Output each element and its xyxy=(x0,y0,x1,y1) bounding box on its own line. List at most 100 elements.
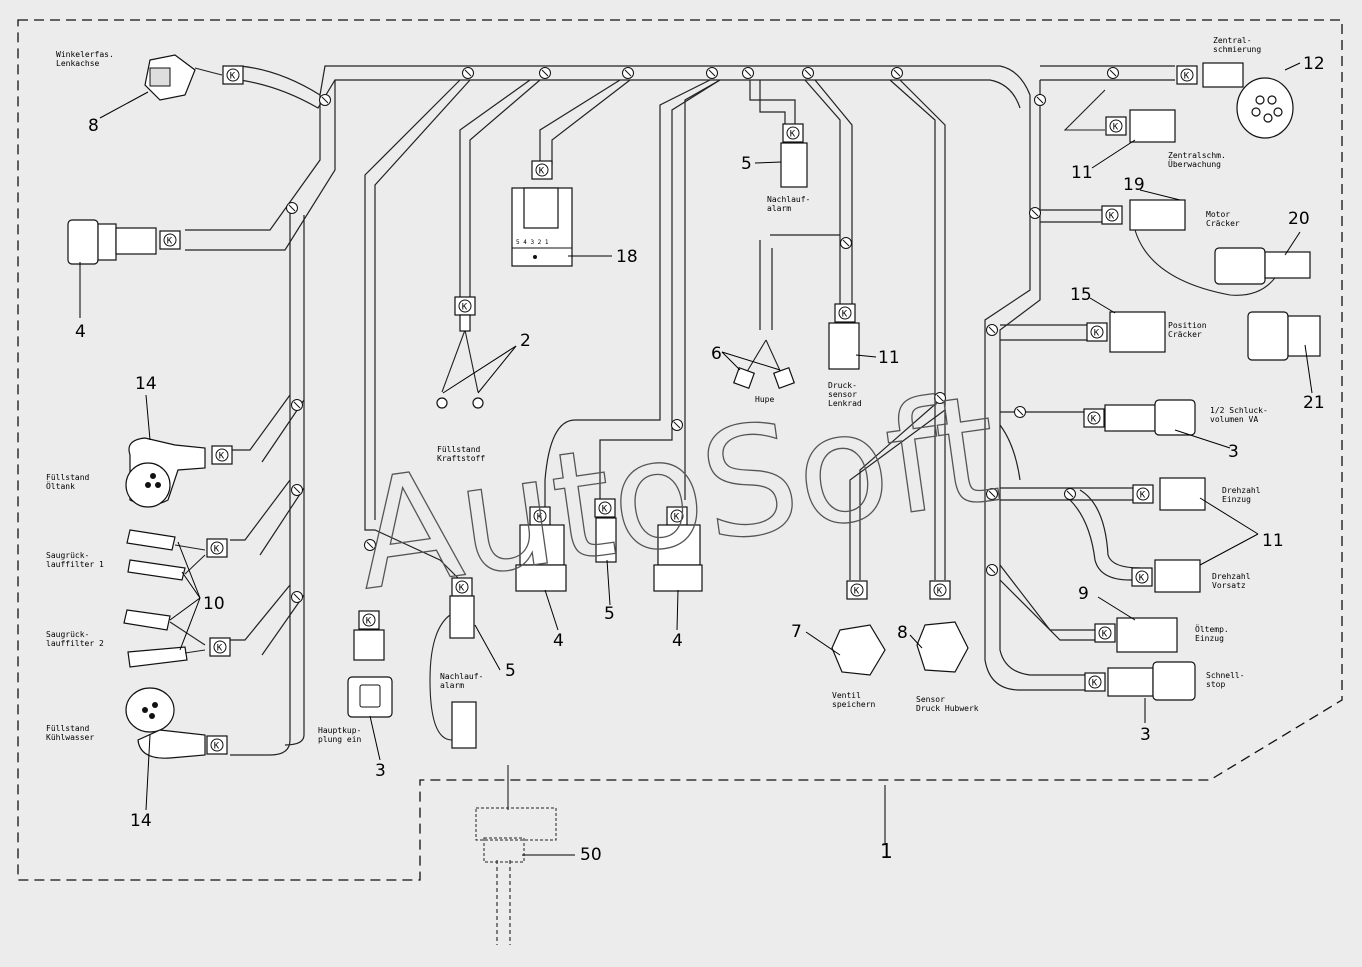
label-fuellstand-kuehl: Füllstand xyxy=(46,724,90,733)
clip-k-letter: K xyxy=(1102,630,1108,640)
label-hupe: Hupe xyxy=(755,395,774,404)
clip-k-letter: K xyxy=(1109,212,1115,222)
label-motor: Motor xyxy=(1206,210,1230,219)
label-alarm-top: alarm xyxy=(767,204,791,213)
clip-k-letter: K xyxy=(937,587,943,597)
connector-3-half-displacement xyxy=(1104,399,1196,436)
clip-k-letter: K xyxy=(459,584,465,594)
connector-18 xyxy=(511,187,573,267)
label-vorsatz: Vorsatz xyxy=(1212,581,1246,590)
connector-21 xyxy=(1247,311,1321,361)
clip-k-letter: K xyxy=(214,742,220,752)
label-oeltank: Öltank xyxy=(46,481,75,491)
horn-terminals-6 xyxy=(732,339,796,390)
clip-k-letter: K xyxy=(219,452,225,462)
part-number-4: 4 xyxy=(75,322,86,342)
label-schmierung: schmierung xyxy=(1213,45,1261,54)
label-position-cracker: Cräcker xyxy=(1168,330,1202,339)
label-nachlauf-left: Nachlauf- xyxy=(440,672,483,681)
label-oeltemp-einzug: Einzug xyxy=(1195,634,1224,643)
label-ueberwachung: Überwachung xyxy=(1168,159,1221,169)
part-number-8: 8 xyxy=(88,116,99,136)
connector-11-speed-attachment xyxy=(1154,559,1201,593)
part-number-8: 8 xyxy=(897,623,908,643)
part-number-20: 20 xyxy=(1288,209,1310,229)
clip-k-letter: K xyxy=(1092,679,1098,689)
filter-terminals-10 xyxy=(123,529,206,668)
label-motor-cracker: Cräcker xyxy=(1206,219,1240,228)
label-schluck: 1/2 Schluck- xyxy=(1210,406,1268,415)
connector-4-left xyxy=(67,219,157,265)
clip-k-letter: K xyxy=(674,513,680,523)
label-oeltemp: Öltemp. xyxy=(1195,624,1229,634)
label-saugrueck-1: Saugrück- xyxy=(46,551,89,560)
clip-k-letter: K xyxy=(1184,72,1190,82)
clip-k-letter: K xyxy=(1091,415,1097,425)
label-lenkrad: Lenkrad xyxy=(828,399,862,408)
label-einzug: Einzug xyxy=(1222,495,1251,504)
connector-14-coolant xyxy=(125,687,206,759)
connector-11-speed-intake xyxy=(1159,477,1206,511)
part-number-3: 3 xyxy=(1140,725,1151,745)
label-sensor: sensor xyxy=(828,390,857,399)
label-fuellstand-kraftstoff: Füllstand xyxy=(437,445,481,454)
clip-k-letter: K xyxy=(1140,491,1146,501)
part-number-5: 5 xyxy=(741,154,752,174)
label-lauffilter-1: lauffilter 1 xyxy=(46,560,104,569)
clip-k-letter: K xyxy=(842,310,848,320)
connector-15-position-cracker xyxy=(1109,311,1166,353)
part-number-3: 3 xyxy=(375,761,386,781)
label-sensor-hub: Sensor xyxy=(916,695,945,704)
clip-k-letter: K xyxy=(230,72,236,82)
part-number-3: 3 xyxy=(1228,442,1239,462)
clip-k-letter: K xyxy=(602,505,608,515)
label-speichern: speichern xyxy=(832,700,876,709)
connector-11-pressure-sensor xyxy=(828,322,860,370)
part-number-10: 10 xyxy=(203,594,225,614)
part-number-4: 4 xyxy=(553,631,564,651)
clip-k-letter: K xyxy=(214,545,220,555)
label-zentralschm: Zentralschm. xyxy=(1168,151,1226,160)
connector-4-center-right xyxy=(653,524,703,592)
part-number-14: 14 xyxy=(135,374,157,394)
clip-k-letter: K xyxy=(537,513,543,523)
part-number-18: 18 xyxy=(616,247,638,267)
connector-50 xyxy=(475,765,557,945)
component-labels: Winkelerfas. Lenkachse Füllstand Öltank … xyxy=(46,36,1268,744)
connector-8-lift-sensor xyxy=(916,621,969,673)
clip-k-letter: K xyxy=(1139,574,1145,584)
part-number-1: 1 xyxy=(880,839,893,863)
connector-7-valve xyxy=(831,624,886,676)
leader-lines xyxy=(79,62,1313,856)
label-druck: Druck- xyxy=(828,381,857,390)
clip-k-letter: K xyxy=(539,167,545,177)
label-kuehlwasser: Kühlwasser xyxy=(46,733,94,742)
connector-14-oil-tank xyxy=(125,437,206,508)
label-winkelerfase: Winkelerfas. xyxy=(56,50,114,59)
part-number-19: 19 xyxy=(1123,175,1145,195)
label-zentral: Zentral- xyxy=(1213,36,1252,45)
clip-k-letter: K xyxy=(217,644,223,654)
part-number-7: 7 xyxy=(791,622,802,642)
harness-boundary xyxy=(17,19,1343,881)
connector-3-main-clutch xyxy=(347,629,393,718)
label-kraftstoff: Kraftstoff xyxy=(437,454,485,463)
label-saugrueck-2: Saugrück- xyxy=(46,630,89,639)
connector-3-quick-stop xyxy=(1107,661,1196,701)
connector-11-lube-monitor xyxy=(1063,89,1176,143)
clip-k-letter: K xyxy=(854,587,860,597)
label-pin-numbers: 5 4 3 2 1 xyxy=(516,239,549,246)
part-number-2: 2 xyxy=(520,331,531,351)
part-number-11: 11 xyxy=(1262,531,1284,551)
part-number-4: 4 xyxy=(672,631,683,651)
connector-5-top xyxy=(780,142,808,188)
clip-k-letter: K xyxy=(1113,123,1119,133)
part-number-11: 11 xyxy=(1071,163,1093,183)
label-lenkachse: Lenkachse xyxy=(56,59,100,68)
part-number-11: 11 xyxy=(878,348,900,368)
connector-5-center xyxy=(595,517,617,563)
label-ventil: Ventil xyxy=(832,691,861,700)
